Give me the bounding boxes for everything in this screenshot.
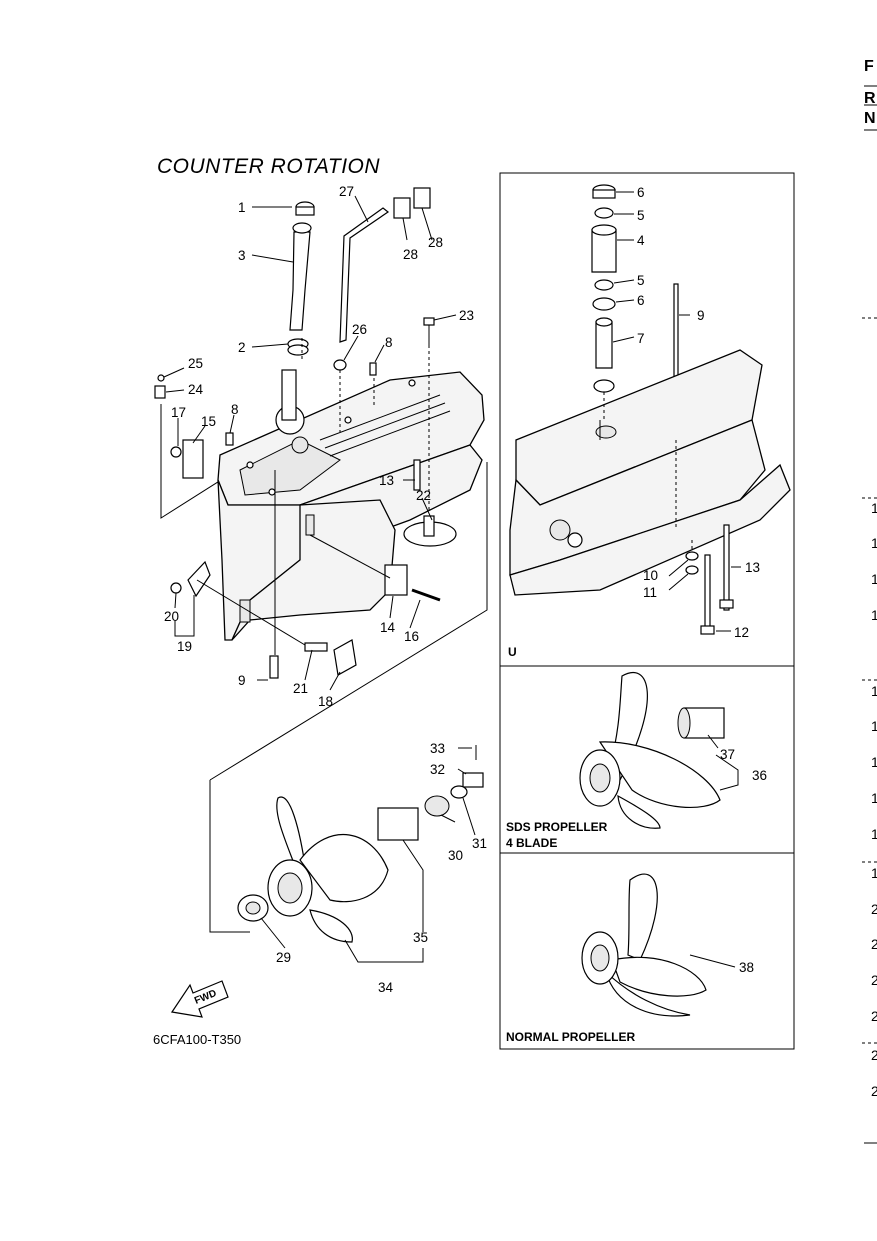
callout-36: 36 xyxy=(752,768,767,783)
callout-29: 29 xyxy=(276,950,291,965)
callout-1: 1 xyxy=(238,200,246,215)
callout-35: 35 xyxy=(413,930,428,945)
callout-4: 4 xyxy=(637,233,645,248)
edge-number: 2 xyxy=(871,1083,877,1099)
callout-23: 23 xyxy=(459,308,474,323)
edge-number: 2 xyxy=(871,901,877,917)
edge-number: 1 xyxy=(871,571,877,587)
callout-21: 21 xyxy=(293,681,308,696)
edge-letter-n: N xyxy=(864,110,876,127)
edge-number: 1 xyxy=(871,500,877,516)
edge-number: 1 xyxy=(871,535,877,551)
edge-number: 1 xyxy=(871,718,877,734)
main-propeller xyxy=(267,796,389,943)
edge-number: 1 xyxy=(871,865,877,881)
callouts-main: 1 3 27 28 28 23 2 26 8 25 24 17 15 8 13 … xyxy=(164,184,487,995)
lower-casing xyxy=(217,369,485,641)
edge-number: 2 xyxy=(871,936,877,952)
callout-9: 9 xyxy=(697,308,705,323)
edge-number: 2 xyxy=(871,1008,877,1024)
callout-12: 12 xyxy=(734,625,749,640)
edge-number: 2 xyxy=(871,1047,877,1063)
callout-10: 10 xyxy=(643,568,658,583)
sds-propeller-label: SDS PROPELLER xyxy=(506,820,608,834)
edge-number: 1 xyxy=(871,683,877,699)
leader-lines-main xyxy=(163,195,476,963)
callout-20: 20 xyxy=(164,609,179,624)
callout-8: 8 xyxy=(231,402,239,417)
fwd-arrow-icon: FWD xyxy=(170,980,229,1018)
edge-letter-f: F xyxy=(864,58,874,75)
group-line xyxy=(209,780,250,933)
callouts-upper: 6 5 4 5 6 9 7 10 11 13 12 xyxy=(637,185,760,640)
leader-lines-upper xyxy=(612,191,741,968)
callout-5: 5 xyxy=(637,208,645,223)
normal-propeller xyxy=(581,873,707,1017)
sds-propeller xyxy=(579,671,725,829)
callout-18: 18 xyxy=(318,694,333,709)
edge-number: 2 xyxy=(871,972,877,988)
callout-37: 37 xyxy=(720,747,735,762)
edge-number: 1 xyxy=(871,607,877,623)
diagram-title: COUNTER ROTATION xyxy=(157,155,381,178)
callout-8: 8 xyxy=(385,335,393,350)
group-line xyxy=(209,462,488,781)
callout-5: 5 xyxy=(637,273,645,288)
upper-detail-parts xyxy=(509,184,791,635)
callout-14: 14 xyxy=(380,620,396,635)
callout-19: 19 xyxy=(177,639,192,654)
callouts-propellers: 37 36 38 xyxy=(720,747,767,975)
callout-26: 26 xyxy=(352,322,367,337)
callout-15: 15 xyxy=(201,414,216,429)
edge-letter-r: R xyxy=(864,90,876,107)
callout-28: 28 xyxy=(403,247,418,262)
callout-30: 30 xyxy=(448,848,463,863)
callout-31: 31 xyxy=(472,836,487,851)
edge-number: 1 xyxy=(871,754,877,770)
callout-22: 22 xyxy=(416,488,431,503)
callout-33: 33 xyxy=(430,741,445,756)
edge-number: 1 xyxy=(871,826,877,842)
sds-blade-label: 4 BLADE xyxy=(506,836,558,850)
callout-34: 34 xyxy=(378,980,394,995)
normal-propeller-panel xyxy=(499,852,795,1050)
normal-propeller-label: NORMAL PROPELLER xyxy=(506,1030,636,1044)
callout-38: 38 xyxy=(739,960,754,975)
callout-6: 6 xyxy=(637,293,645,308)
upper-panel-label: U xyxy=(508,645,517,659)
edge-number: 1 xyxy=(871,790,877,806)
callout-17: 17 xyxy=(171,405,186,420)
callout-11: 11 xyxy=(643,585,657,600)
main-view-parts xyxy=(154,187,484,922)
callout-27: 27 xyxy=(339,184,354,199)
drawing-code: 6CFA100-T350 xyxy=(153,1032,242,1047)
callout-9: 9 xyxy=(238,673,246,688)
callout-24: 24 xyxy=(188,382,204,397)
callout-25: 25 xyxy=(188,356,203,371)
callout-7: 7 xyxy=(637,331,645,346)
callout-16: 16 xyxy=(404,629,419,644)
callout-2: 2 xyxy=(238,340,246,355)
callout-32: 32 xyxy=(430,762,445,777)
callout-3: 3 xyxy=(238,248,246,263)
callout-13: 13 xyxy=(379,473,394,488)
callout-28: 28 xyxy=(428,235,443,250)
callout-13: 13 xyxy=(745,560,760,575)
callout-6: 6 xyxy=(637,185,645,200)
